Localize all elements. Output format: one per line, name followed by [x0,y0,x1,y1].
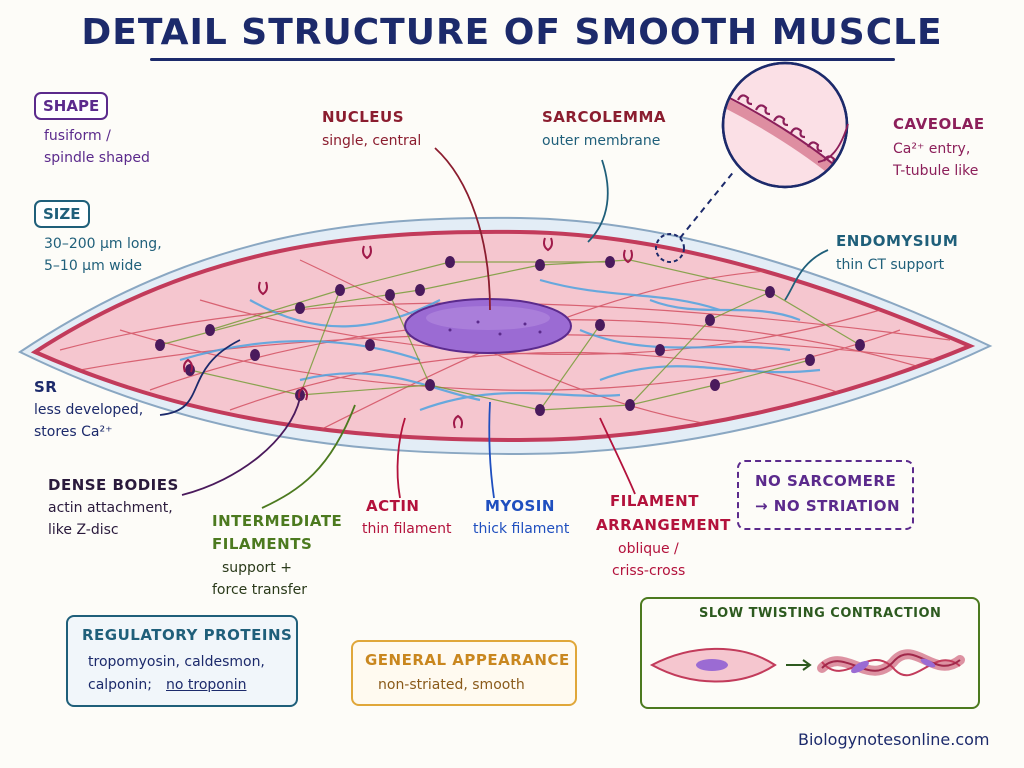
dense-bodies-heading: DENSE BODIES [48,476,179,494]
size-line2: 5–10 µm wide [44,258,143,274]
sr-line1: less developed, [34,402,144,418]
contraction-illustration [649,647,965,683]
intermediate-line2: force transfer [212,582,307,598]
actin-heading: ACTIN [366,497,420,515]
caveolae-line2: T-tubule like [893,163,979,179]
no-sarcomere-line2: → NO STRIATION [755,497,901,515]
general-heading: GENERAL APPEARANCE [365,651,570,669]
no-sarcomere-line1: NO SARCOMERE [755,472,897,490]
regulatory-proteins-box [66,615,298,707]
filament-arrangement-heading2: ARRANGEMENT [596,516,731,534]
nucleus-heading: NUCLEUS [322,108,405,126]
contraction-box [640,597,980,709]
filament-arrangement-line1: oblique / [618,541,679,557]
general-desc: non-striated, smooth [378,677,525,693]
caveolae-heading: CAVEOLAE [893,115,985,133]
size-heading: SIZE [34,200,90,228]
regulatory-line2b: no troponin [166,677,247,693]
no-sarcomere-box [737,460,914,530]
filament-network [59,256,951,431]
footer-site: Biologynotesonline.com [798,730,990,749]
sarcolemma-desc: outer membrane [542,133,661,149]
contraction-heading: SLOW TWISTING CONTRACTION [699,606,942,621]
myosin-desc: thick filament [473,521,570,537]
caveolae-line1: Ca²⁺ entry, [893,141,971,157]
intermediate-heading1: INTERMEDIATE [212,512,343,530]
sarcolemma-heading: SARCOLEMMA [542,108,666,126]
page-title: DETAIL STRUCTURE OF SMOOTH MUSCLE [81,12,943,53]
dense-bodies-line2: like Z-disc [48,522,119,538]
shape-line1: fusiform / [44,128,111,144]
dense-bodies [155,256,865,416]
endomysium-desc: thin CT support [836,257,945,273]
size-line1: 30–200 µm long, [44,236,162,252]
regulatory-heading: REGULATORY PROTEINS [82,626,293,644]
membrane-caveolae [183,237,633,429]
regulatory-line1: tropomyosin, caldesmon, [88,654,265,670]
nucleus-desc: single, central [322,133,422,149]
shape-line2: spindle shaped [44,150,150,166]
sr-heading: SR [34,378,58,396]
myosin-heading: MYOSIN [485,497,555,515]
sr-line2: stores Ca²⁺ [34,424,113,440]
dense-bodies-line1: actin attachment, [48,500,173,516]
regulatory-line2a: calponin; [88,677,152,693]
intermediate-heading2: FILAMENTS [212,535,313,553]
filament-arrangement-line2: criss-cross [612,563,686,579]
general-appearance-box [351,640,577,706]
endomysium-heading: ENDOMYSIUM [836,232,959,250]
title-underline [150,58,895,61]
filament-arrangement-heading1: FILAMENT [610,492,699,510]
shape-heading: SHAPE [34,92,109,120]
intermediate-line1: support + [222,560,292,576]
actin-desc: thin filament [362,521,452,537]
